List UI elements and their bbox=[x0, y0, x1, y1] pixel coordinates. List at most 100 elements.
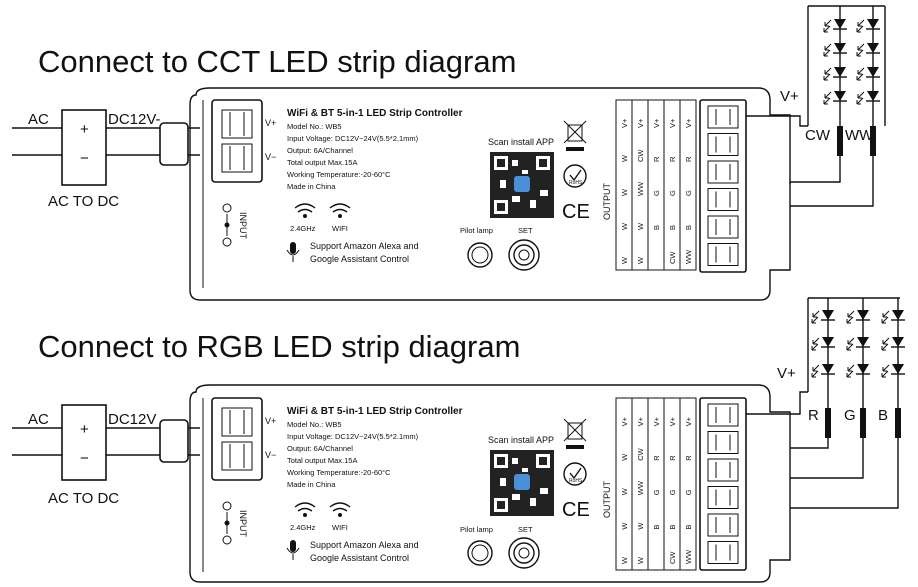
led-icon bbox=[856, 67, 880, 81]
table-cell: G bbox=[668, 489, 677, 495]
table-cell: V+ bbox=[652, 118, 661, 128]
spec-line: Working Temperature:-20-60°C bbox=[287, 468, 391, 477]
resistor bbox=[860, 408, 866, 438]
table-cell: W bbox=[620, 453, 629, 461]
table-cell: V+ bbox=[636, 118, 645, 128]
table-cell: R bbox=[668, 455, 677, 461]
set-button[interactable] bbox=[508, 239, 540, 271]
strip-wiring: V+ CW WW bbox=[746, 5, 886, 207]
set-button[interactable] bbox=[508, 537, 540, 569]
section-title: Connect to CCT LED strip diagram bbox=[38, 44, 516, 79]
spec-line: Working Temperature:-20-60°C bbox=[287, 170, 391, 179]
strip-channel-label: CW bbox=[805, 127, 831, 144]
terminal-slot bbox=[707, 403, 739, 427]
recycle-bin-icon bbox=[563, 418, 587, 449]
led-icon bbox=[811, 337, 835, 351]
psu-box bbox=[61, 404, 107, 481]
ac-label: AC bbox=[28, 411, 49, 428]
psu-name: AC TO DC bbox=[48, 193, 119, 210]
table-cell: G bbox=[652, 190, 661, 196]
table-cell: V+ bbox=[684, 416, 693, 426]
table-cell: B bbox=[684, 525, 693, 530]
table-cell: V+ bbox=[684, 118, 693, 128]
led-icon bbox=[846, 364, 870, 378]
table-cell: WW bbox=[636, 181, 645, 196]
table-cell: W bbox=[620, 522, 629, 530]
wifi-label: WIFI bbox=[332, 523, 348, 532]
recycle-bin-icon bbox=[563, 120, 587, 151]
led-icon bbox=[881, 364, 905, 378]
rohs-badge: RoHS bbox=[563, 462, 587, 486]
terminal-vplus: V+ bbox=[265, 118, 276, 128]
table-cell: W bbox=[636, 222, 645, 230]
psu-minus-label: − bbox=[80, 450, 89, 467]
table-cell: WW bbox=[684, 549, 693, 564]
led-icon bbox=[823, 43, 847, 57]
spec-line: Model No.: WB5 bbox=[287, 122, 342, 131]
table-cell: WW bbox=[684, 249, 693, 264]
led-icon bbox=[823, 67, 847, 81]
pilot-lamp-label: Pilot lamp bbox=[460, 226, 493, 235]
dc-output-label: DC12V bbox=[108, 411, 156, 428]
spec-line: Total output Max.15A bbox=[287, 456, 357, 465]
microphone-icon bbox=[286, 540, 300, 560]
table-cell: B bbox=[652, 225, 661, 230]
led-icon bbox=[811, 364, 835, 378]
controller: V+ V− INPUT WiFi & BT 5-in-1 LED Strip C… bbox=[159, 384, 791, 583]
qr-code bbox=[490, 450, 554, 516]
output-terminal-block bbox=[699, 99, 747, 273]
rohs-badge: RoHS bbox=[563, 164, 587, 188]
strip-channel-label: WW bbox=[845, 127, 874, 144]
spec-line: Model No.: WB5 bbox=[287, 420, 342, 429]
table-cell: V+ bbox=[620, 416, 629, 426]
input-label: INPUT bbox=[238, 510, 248, 538]
table-cell: G bbox=[684, 489, 693, 495]
terminal-slot bbox=[707, 188, 739, 211]
table-cell: W bbox=[636, 256, 645, 264]
table-cell: V+ bbox=[652, 416, 661, 426]
ce-mark: CE bbox=[562, 201, 590, 223]
table-cell: WW bbox=[636, 480, 645, 495]
pilot-lamp bbox=[467, 242, 493, 268]
terminal-slot bbox=[707, 243, 739, 266]
psu-box bbox=[61, 109, 107, 186]
psu-plus-label: + bbox=[80, 421, 89, 438]
svg-text:RoHS: RoHS bbox=[569, 180, 583, 186]
table-cell: R bbox=[684, 156, 693, 162]
input-terminal-block bbox=[211, 99, 263, 183]
output-terminal-block bbox=[699, 397, 747, 571]
led-icon bbox=[856, 43, 880, 57]
controller-name: WiFi & BT 5-in-1 LED Strip Controller bbox=[287, 108, 463, 119]
dc-output-label: DC12V- bbox=[108, 111, 161, 128]
terminal-vminus: V− bbox=[265, 152, 276, 162]
table-cell: R bbox=[652, 455, 661, 461]
strip-vplus: V+ bbox=[777, 365, 796, 382]
spec-line: Made in China bbox=[287, 182, 336, 191]
table-cell: V+ bbox=[668, 118, 677, 128]
set-label: SET bbox=[518, 525, 533, 534]
microphone-icon bbox=[286, 242, 300, 262]
strip-wiring: V+ R G B bbox=[746, 297, 905, 509]
terminal-slot bbox=[707, 133, 739, 156]
voice-line-1: Support Amazon Alexa and bbox=[310, 241, 419, 251]
section-rgb: Connect to RGB LED strip diagram AC + − … bbox=[12, 297, 905, 583]
resistor bbox=[870, 126, 876, 156]
terminal-slot bbox=[707, 431, 739, 454]
resistor bbox=[825, 408, 831, 438]
voice-line-2: Google Assistant Control bbox=[310, 254, 409, 264]
section-title: Connect to RGB LED strip diagram bbox=[38, 329, 520, 364]
pilot-lamp bbox=[467, 540, 493, 566]
terminal-slot bbox=[707, 215, 739, 239]
table-cell: R bbox=[684, 455, 693, 461]
table-cell: W bbox=[636, 556, 645, 564]
dc-jack-icon bbox=[222, 203, 232, 247]
strip-vplus: V+ bbox=[780, 88, 799, 105]
set-label: SET bbox=[518, 226, 533, 235]
table-cell: R bbox=[652, 156, 661, 162]
terminal-slot bbox=[707, 458, 739, 482]
output-label: OUTPUT bbox=[602, 183, 612, 221]
led-icon bbox=[856, 91, 880, 105]
led-icon bbox=[846, 310, 870, 324]
